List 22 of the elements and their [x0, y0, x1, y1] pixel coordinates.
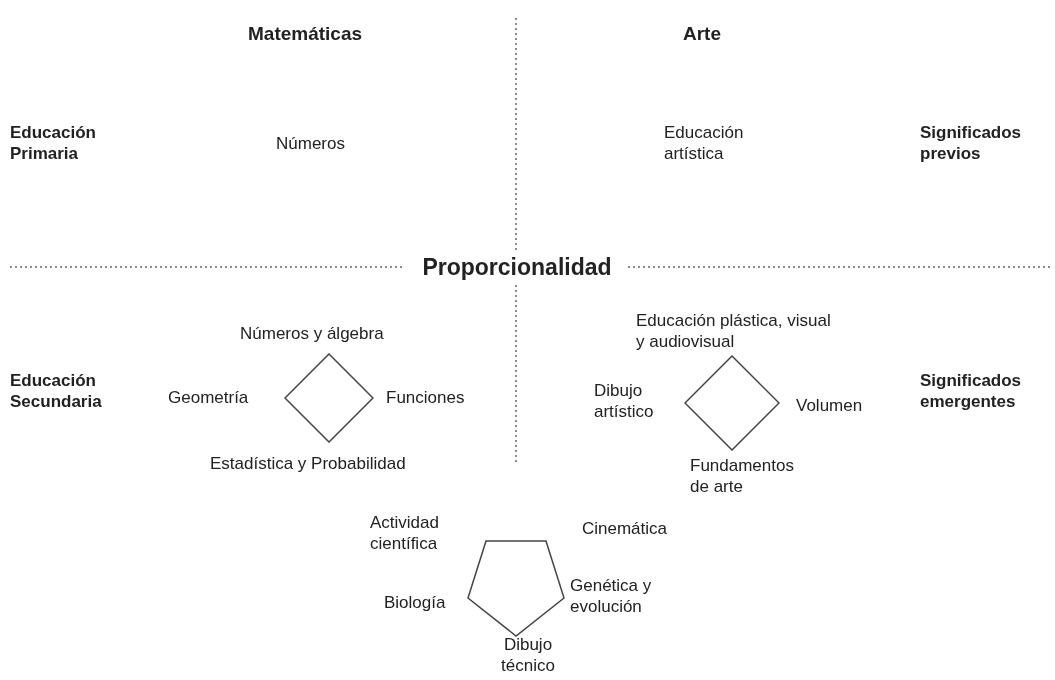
- vertex-label: Cinemática: [582, 518, 669, 539]
- row-heading: Educación Secundaria: [10, 370, 103, 412]
- vertex-label: Geometría: [168, 387, 250, 408]
- topic-text: Números: [276, 133, 346, 154]
- column-heading: Matemáticas: [248, 22, 364, 45]
- vertex-label: Dibujo técnico: [500, 634, 556, 676]
- vertex-label: Volumen: [796, 395, 864, 416]
- column-heading: Arte: [683, 22, 722, 45]
- row-heading: Significados previos: [920, 122, 1023, 164]
- vertex-label: Números y álgebra: [240, 323, 385, 344]
- central-heading: Proporcionalidad: [421, 254, 613, 281]
- vertex-label: Actividad científica: [370, 512, 440, 554]
- vertex-label: Fundamentos de arte: [690, 455, 795, 497]
- vertex-label: Educación plástica, visual y audiovisual: [636, 310, 832, 352]
- vertex-label: Genética y evolución: [570, 575, 653, 617]
- vertex-label: Estadística y Probabilidad: [210, 453, 407, 474]
- vertex-label: Funciones: [386, 387, 466, 408]
- vertex-label: Dibujo artístico: [594, 380, 655, 422]
- row-heading: Significados emergentes: [920, 370, 1023, 412]
- row-heading: Educación Primaria: [10, 122, 97, 164]
- vertex-label: Biología: [384, 592, 447, 613]
- topic-text: Educación artística: [664, 122, 745, 164]
